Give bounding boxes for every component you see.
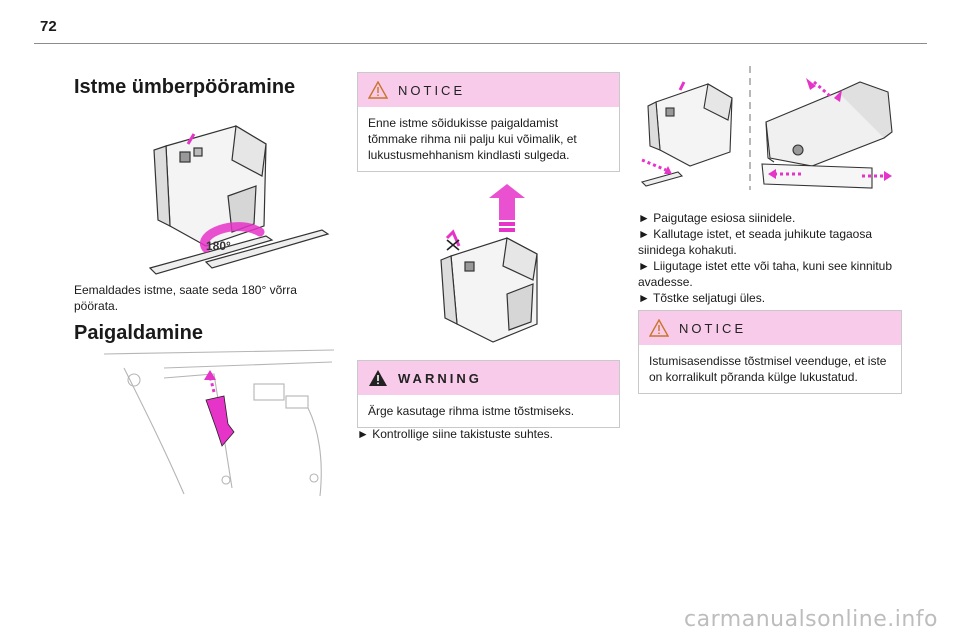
floor-bracket-illustration [104, 349, 335, 497]
page-number: 72 [40, 18, 57, 35]
list-item: ► Kontrollige siine takistuste suhtes. [357, 427, 553, 441]
seat-rotation-illustration: 180° [148, 125, 330, 275]
warning-title: WARNING [398, 370, 482, 386]
list-item: ► Liigutage istet ette või taha, kuni se… [638, 259, 893, 289]
seat-slide-illustration [640, 66, 893, 190]
warning-header: WARNING [358, 361, 619, 395]
list-item: ► Tõstke seljatugi üles. [638, 291, 766, 305]
notice-text: Istumisasendisse tõstmisel veenduge, et … [649, 354, 887, 384]
list-item: ► Kallutage istet, et seada juhikute tag… [638, 227, 873, 257]
caution-triangle-icon [649, 319, 669, 337]
warning-text: Ärge kasutage rihma istme tõstmiseks. [368, 404, 575, 418]
right-bullet-list: ► Paigutage esiosa siinidele. ► Kallutag… [638, 210, 902, 306]
warning-triangle-icon [369, 370, 387, 386]
notice-title: NOTICE [679, 320, 747, 336]
middle-bullet-list: ► Kontrollige siine takistuste suhtes. [357, 426, 621, 442]
section-heading-rotation: Istme ümberpööramine [74, 76, 296, 98]
notice-text: Enne istme sõidukisse paigaldamist tõmma… [368, 116, 577, 162]
notice-header: NOTICE [639, 311, 901, 345]
rotation-label: 180° [206, 239, 231, 253]
notice-header: NOTICE [358, 73, 619, 107]
header-divider [34, 43, 927, 44]
notice-title: NOTICE [398, 82, 466, 98]
warning-box: WARNING Ärge kasutage rihma istme tõstmi… [357, 360, 620, 428]
rotation-paragraph: Eemaldades istme, saate seda 180° võrra … [74, 283, 297, 313]
watermark: carmanualsonline.info [684, 607, 938, 632]
seat-lift-illustration [440, 184, 538, 343]
notice-box-1: NOTICE Enne istme sõidukisse paigaldamis… [357, 72, 620, 172]
caution-triangle-icon [368, 81, 388, 99]
notice-box-2: NOTICE Istumisasendisse tõstmisel veendu… [638, 310, 902, 394]
list-item: ► Paigutage esiosa siinidele. [638, 211, 796, 225]
section-heading-installation: Paigaldamine [74, 322, 203, 344]
